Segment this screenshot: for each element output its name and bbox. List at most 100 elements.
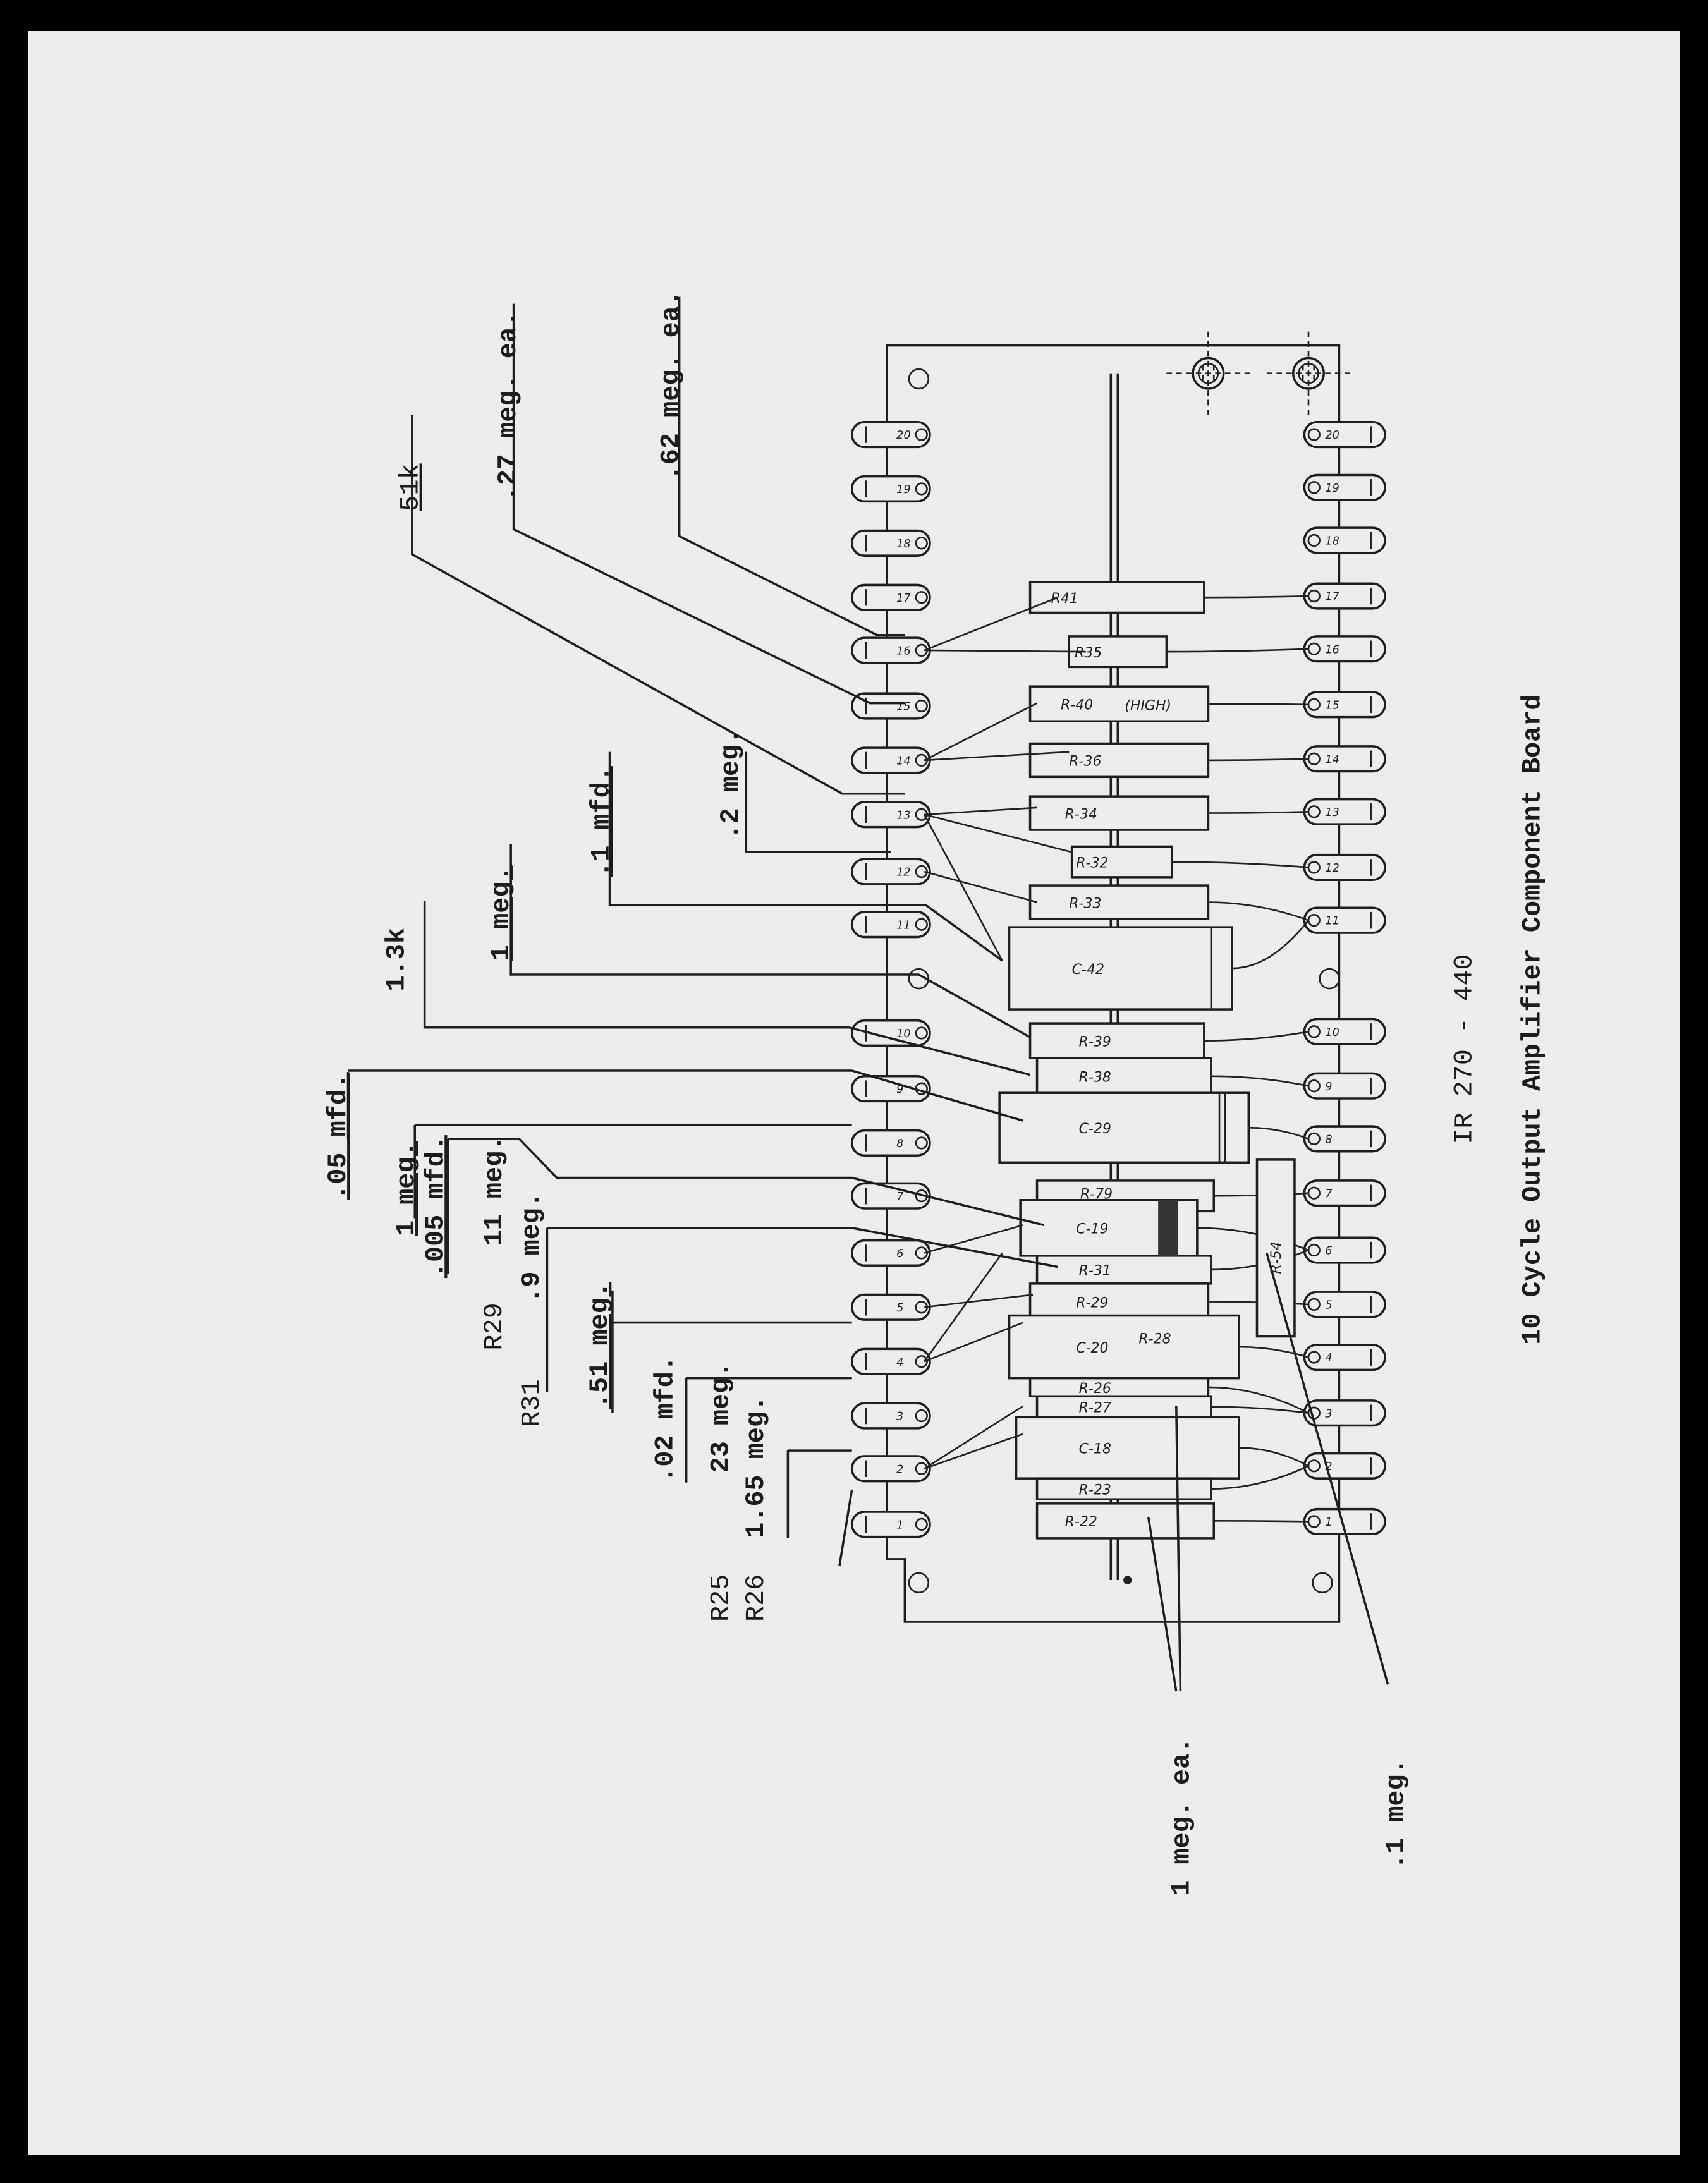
callout-c51k: 51k bbox=[396, 463, 426, 511]
component-lead bbox=[1211, 1465, 1309, 1490]
right-terminal-number: 12 bbox=[1325, 862, 1339, 875]
component-lead bbox=[1204, 595, 1309, 599]
right-terminal-number: 11 bbox=[1325, 915, 1339, 928]
terminal-eyelet-icon bbox=[915, 591, 928, 604]
right-terminal-lug bbox=[1303, 1344, 1386, 1371]
component-r39 bbox=[1028, 1022, 1205, 1059]
component-c18 bbox=[1015, 1416, 1240, 1480]
terminal-eyelet-icon bbox=[1307, 589, 1321, 603]
terminal-eyelet-icon bbox=[915, 482, 928, 496]
right-terminal-number: 14 bbox=[1325, 753, 1339, 766]
component-lead bbox=[1248, 1126, 1309, 1140]
component-label-r41: R41 bbox=[1051, 591, 1078, 607]
hookup-wire bbox=[924, 813, 1072, 853]
left-terminal-lug bbox=[850, 801, 931, 829]
right-terminal-number: 17 bbox=[1325, 591, 1339, 604]
callout-c62meg: .62 meg. ea. bbox=[656, 290, 686, 480]
component-label-r38: R-38 bbox=[1079, 1070, 1111, 1086]
terminal-eyelet-icon bbox=[1307, 752, 1321, 765]
terminal-eyelet-icon bbox=[1307, 1515, 1321, 1528]
right-terminal-number: 1 bbox=[1325, 1516, 1332, 1529]
right-terminal-lug bbox=[1303, 745, 1386, 773]
component-lead bbox=[1166, 648, 1309, 653]
component-lead bbox=[1208, 1386, 1309, 1414]
left-terminal-lug bbox=[850, 529, 931, 557]
mounting-hole-icon bbox=[1312, 1572, 1333, 1594]
left-terminal-lug bbox=[850, 1511, 931, 1538]
left-terminal-number: 4 bbox=[896, 1356, 903, 1369]
right-terminal-number: 18 bbox=[1325, 535, 1339, 548]
callout-leader-line bbox=[346, 1069, 1024, 1139]
right-terminal-lug bbox=[1303, 853, 1386, 882]
right-terminal-lug bbox=[1303, 473, 1386, 501]
terminal-eyelet-icon bbox=[1307, 428, 1321, 441]
hookup-wire bbox=[924, 1405, 1024, 1469]
left-terminal-lug bbox=[850, 1129, 931, 1157]
right-terminal-number: 10 bbox=[1325, 1026, 1339, 1039]
component-lead bbox=[1208, 703, 1309, 706]
hookup-wire bbox=[924, 1433, 1023, 1470]
callout-leader-line bbox=[608, 751, 1003, 962]
component-label-r26: R-26 bbox=[1079, 1381, 1111, 1397]
right-terminal-lug bbox=[1303, 1125, 1386, 1153]
callout-c005mfd: .005 mfd. bbox=[420, 1135, 451, 1278]
component-labels: R41R35R-40R-36R-34R-32R-33C-42R-39R-38C-… bbox=[1051, 591, 1284, 1530]
terminal-eyelet-icon bbox=[1307, 1243, 1321, 1257]
left-terminal-lug bbox=[850, 583, 931, 611]
right-terminal-lug bbox=[1303, 1236, 1386, 1264]
right-terminal-lug bbox=[1303, 798, 1386, 825]
component-label-r35: R35 bbox=[1075, 645, 1102, 661]
component-lead bbox=[1238, 1346, 1309, 1358]
mounting-hole-icon bbox=[1319, 968, 1340, 990]
hookup-wire bbox=[924, 814, 1003, 961]
left-terminal-number: 18 bbox=[896, 538, 910, 550]
component-label-r36: R-36 bbox=[1069, 754, 1101, 770]
component-lead bbox=[1208, 901, 1309, 921]
callout-r25_id: R25 bbox=[706, 1574, 736, 1622]
right-terminal-number: 15 bbox=[1325, 699, 1339, 712]
leader-r25-r26-tick bbox=[838, 1489, 853, 1567]
right-terminal-lug bbox=[1303, 691, 1386, 719]
component-lead bbox=[1208, 758, 1309, 762]
component-lead bbox=[1211, 1075, 1309, 1087]
component-label-r40: R-40 bbox=[1061, 698, 1093, 714]
component-label-r32: R-32 bbox=[1076, 855, 1108, 871]
component-label-r27: R-27 bbox=[1079, 1401, 1111, 1416]
left-terminal-lug bbox=[850, 1239, 931, 1267]
right-terminal-number: 4 bbox=[1325, 1352, 1332, 1365]
callout-leader-line bbox=[512, 303, 905, 705]
mounting-hole-icon bbox=[908, 1572, 930, 1594]
callout-c27meg: .27 meg. ea. bbox=[493, 311, 523, 501]
callout-leader-line bbox=[447, 1138, 1045, 1274]
terminal-eyelet-icon bbox=[915, 1409, 928, 1423]
callout-r31_id: R31 bbox=[516, 1379, 547, 1426]
right-terminal-number: 6 bbox=[1325, 1245, 1332, 1258]
left-terminal-number: 9 bbox=[896, 1083, 903, 1096]
right-terminal-lug bbox=[1303, 1072, 1386, 1100]
callout-c13k: 1.3k bbox=[382, 928, 412, 991]
component-r26 bbox=[1028, 1377, 1210, 1398]
left-terminal-number: 5 bbox=[896, 1302, 903, 1315]
callout-leader-line bbox=[678, 296, 905, 636]
left-terminal-number: 14 bbox=[896, 755, 910, 768]
callout-leader-line bbox=[413, 1124, 852, 1219]
left-terminal-lug bbox=[850, 911, 931, 939]
callout-r26_id: R26 bbox=[741, 1574, 771, 1622]
component-lead bbox=[1208, 811, 1309, 814]
left-terminal-number: 16 bbox=[896, 645, 910, 658]
callout-c1megea: 1 meg. ea. bbox=[1167, 1737, 1197, 1896]
callout-c1mfd: .1 mfd. bbox=[586, 766, 616, 877]
callout-r25_val: 23 meg. bbox=[706, 1362, 736, 1473]
component-r29 bbox=[1028, 1282, 1210, 1321]
left-terminal-number: 8 bbox=[896, 1138, 903, 1150]
terminal-eyelet-icon bbox=[1307, 1132, 1321, 1146]
wire-end-dot bbox=[1123, 1576, 1132, 1584]
callout-leader-line bbox=[685, 1377, 852, 1483]
terminal-eyelet-icon bbox=[915, 1355, 928, 1368]
hookup-wire bbox=[924, 751, 1070, 762]
component-r36 bbox=[1028, 742, 1210, 779]
right-terminal-number: 19 bbox=[1325, 482, 1339, 495]
component-label-r34: R-34 bbox=[1065, 806, 1097, 822]
callout-r26_val: 1.65 meg. bbox=[741, 1396, 771, 1538]
